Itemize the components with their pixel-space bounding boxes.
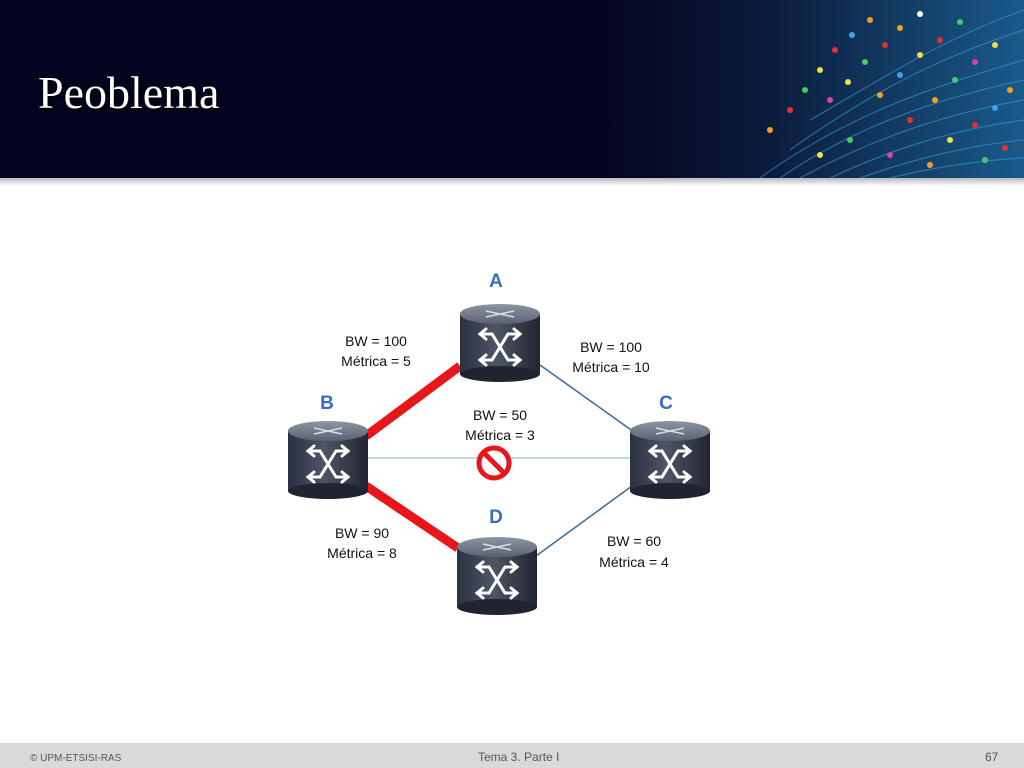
slide-footer: © UPM-ETSISI-RAS Tema 3. Parte I 67 [0, 743, 1024, 768]
link-d-c [535, 485, 633, 557]
header-shadow [0, 178, 1024, 186]
link-d-c-bw: BW = 60 [607, 533, 661, 549]
slide-title: Peoblema [38, 67, 220, 118]
link-a-b-metric: Métrica = 5 [341, 353, 411, 369]
link-d-c-metric: Métrica = 4 [599, 554, 669, 570]
link-a-b [363, 362, 463, 440]
link-a-b-bw: BW = 100 [345, 333, 407, 349]
slide-header: Peoblema [0, 0, 1024, 178]
link-a-c-metric: Métrica = 10 [572, 359, 650, 375]
fiber-optics-image [590, 0, 1024, 178]
link-a-c-bw: BW = 100 [580, 339, 642, 355]
router-a-icon [458, 302, 542, 384]
link-b-d-bw: BW = 90 [335, 525, 389, 541]
link-b-d [363, 482, 461, 552]
footer-copyright: © UPM-ETSISI-RAS [30, 753, 122, 764]
router-d-icon [455, 535, 539, 617]
link-b-d-metric: Métrica = 8 [327, 545, 397, 561]
link-b-c-bw: BW = 50 [473, 407, 527, 423]
node-label-a: A [489, 271, 503, 292]
router-c-icon [628, 419, 712, 501]
node-label-b: B [320, 393, 334, 414]
footer-page-number: 67 [985, 750, 999, 764]
footer-topic: Tema 3. Parte I [478, 750, 560, 764]
blocked-link-icon [476, 445, 512, 481]
router-b-icon [286, 419, 370, 501]
node-label-d: D [489, 507, 503, 528]
link-b-c-metric: Métrica = 3 [465, 427, 535, 443]
node-label-c: C [659, 393, 673, 414]
link-a-c [539, 364, 635, 433]
